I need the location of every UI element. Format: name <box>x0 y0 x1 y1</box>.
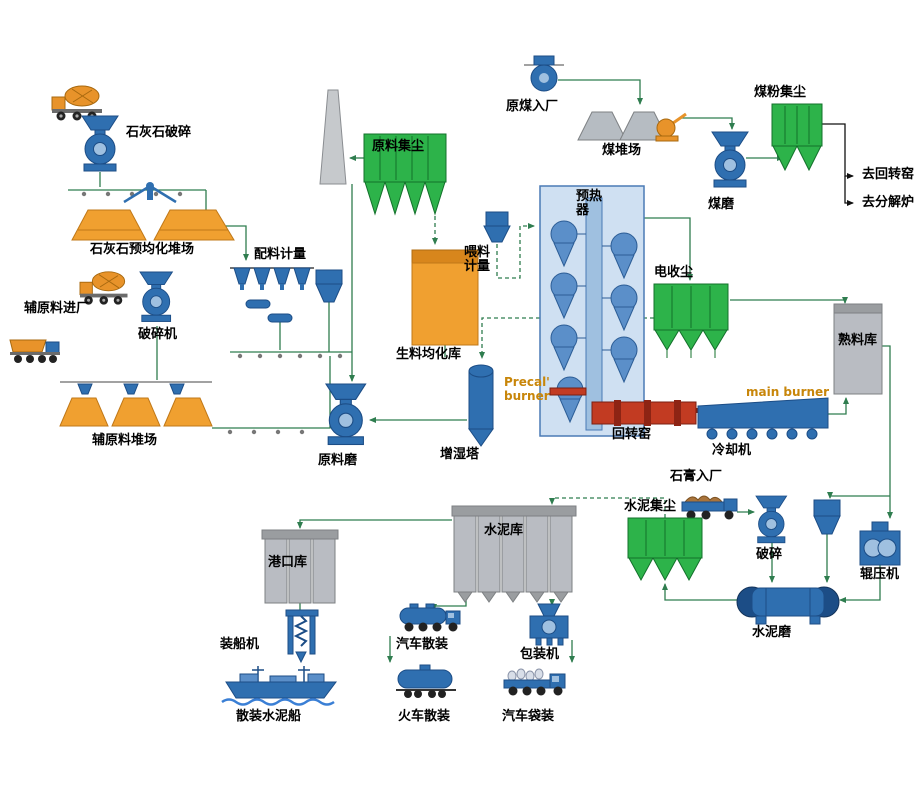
label-limestone-crushing: 石灰石破碎 <box>126 125 192 140</box>
coal-intake-machine-icon <box>524 55 564 92</box>
label-aux-material-yard: 辅原料堆场 <box>92 433 158 448</box>
label-crushing: 破碎 <box>756 547 783 562</box>
limestone-stacker-icon <box>123 182 177 204</box>
chimney-icon <box>319 89 347 185</box>
label-cement-silo: 水泥库 <box>484 523 524 538</box>
label-preheater: 预热器 <box>576 189 603 219</box>
bulk-cement-ship-icon <box>221 666 337 706</box>
limestone-preblending-yard-icon <box>71 209 235 241</box>
label-humidifier-tower: 增湿塔 <box>440 447 480 462</box>
humidifier-tower-icon <box>468 364 494 447</box>
label-raw-mill: 原料磨 <box>318 453 358 468</box>
coal-yard-piles-icon <box>577 111 669 141</box>
aux-material-yard-icon <box>59 381 213 427</box>
label-feeding-metering: 喂料计量 <box>464 245 491 275</box>
label-coal-dust: 煤粉集尘 <box>754 85 807 100</box>
label-clinker-silo: 熟料库 <box>838 333 878 348</box>
roller-press-icon <box>859 521 901 566</box>
raw-meal-homogenizing-silo-icon <box>411 249 479 346</box>
label-port-silo: 港口库 <box>268 555 308 570</box>
label-cement-dust: 水泥集尘 <box>624 499 677 514</box>
label-coal-mill: 煤磨 <box>708 197 735 212</box>
gypsum-truck-icon <box>681 495 738 520</box>
gypsum-crusher-icon <box>755 495 788 544</box>
label-crusher-machine: 破碎机 <box>138 327 178 342</box>
label-gypsum-entry: 石膏入厂 <box>670 469 723 484</box>
ship-loader-icon <box>285 609 319 664</box>
label-raw-meal-silo: 生料均化库 <box>396 347 462 362</box>
aux-crusher-machine-icon <box>139 271 173 322</box>
label-ship-loader: 装船机 <box>220 637 260 652</box>
cement-silo-icon <box>451 505 577 603</box>
label-raw-material-dust: 原料集尘 <box>372 139 425 154</box>
electrostatic-precipitator-icon <box>653 283 729 358</box>
bagged-cement-truck-icon <box>503 668 566 696</box>
bulk-tanker-truck-icon <box>399 603 461 632</box>
label-main-burner: main burner <box>746 385 830 399</box>
label-aux-material-entry: 辅原料进厂 <box>24 301 90 316</box>
label-precal-burner-line2: burner <box>504 389 550 403</box>
feeding-metering-hopper-icon <box>483 211 511 243</box>
clinker-cooler-icon <box>697 397 829 440</box>
dump-truck-icon <box>9 339 60 363</box>
port-silo-icon <box>261 529 339 604</box>
label-esp: 电收尘 <box>654 265 694 280</box>
raw-material-dust-collector-icon <box>363 133 447 216</box>
label-truck-bagged: 汽车袋装 <box>502 709 555 724</box>
label-bulk-cement-ship: 散装水泥船 <box>236 709 302 724</box>
label-packing-machine: 包装机 <box>520 647 560 662</box>
label-precal-burner-line1: Precal' <box>504 375 550 389</box>
packing-machine-icon <box>529 603 569 646</box>
label-rotary-kiln: 回转窑 <box>612 427 652 442</box>
precalciner-burner-icon <box>549 387 587 396</box>
belt-rollers <box>81 191 343 435</box>
rotary-kiln-icon <box>591 400 697 426</box>
label-train-bulk: 火车散装 <box>398 709 451 724</box>
feed-hopper-icon <box>315 269 343 303</box>
label-coal-yard: 煤堆场 <box>602 143 642 158</box>
raw-mill-icon <box>325 383 367 446</box>
connector-lines <box>68 79 893 663</box>
label-to-rotary-kiln: 去回转窑 <box>862 167 915 182</box>
cement-mill-icon <box>736 586 840 625</box>
coal-dust-collector-icon <box>771 103 823 172</box>
cement-dust-collector-icon <box>627 517 703 582</box>
label-batching-metering: 配料计量 <box>254 247 307 262</box>
clinker-silo-icon <box>833 303 883 395</box>
preheater-tower-icon <box>539 185 645 437</box>
label-cement-mill: 水泥磨 <box>752 625 792 640</box>
label-roller-press: 辊压机 <box>860 567 900 582</box>
label-cooler: 冷却机 <box>712 443 752 458</box>
aux-material-mixer-truck-icon <box>79 271 128 306</box>
label-limestone-yard: 石灰石预均化堆场 <box>90 242 195 257</box>
coal-reclaimer-icon <box>655 112 687 142</box>
coal-output-arrows <box>822 123 854 206</box>
label-to-calciner: 去分解炉 <box>862 195 915 210</box>
additive-hopper-icon <box>813 499 841 535</box>
limestone-crusher-icon <box>81 115 119 172</box>
coal-mill-icon <box>711 131 749 188</box>
limestone-mixer-truck-icon <box>51 85 103 121</box>
label-truck-bulk: 汽车散装 <box>396 637 449 652</box>
batching-station-icon <box>230 267 314 323</box>
label-coal-entry: 原煤入厂 <box>506 99 559 114</box>
train-tank-car-icon <box>396 664 456 698</box>
